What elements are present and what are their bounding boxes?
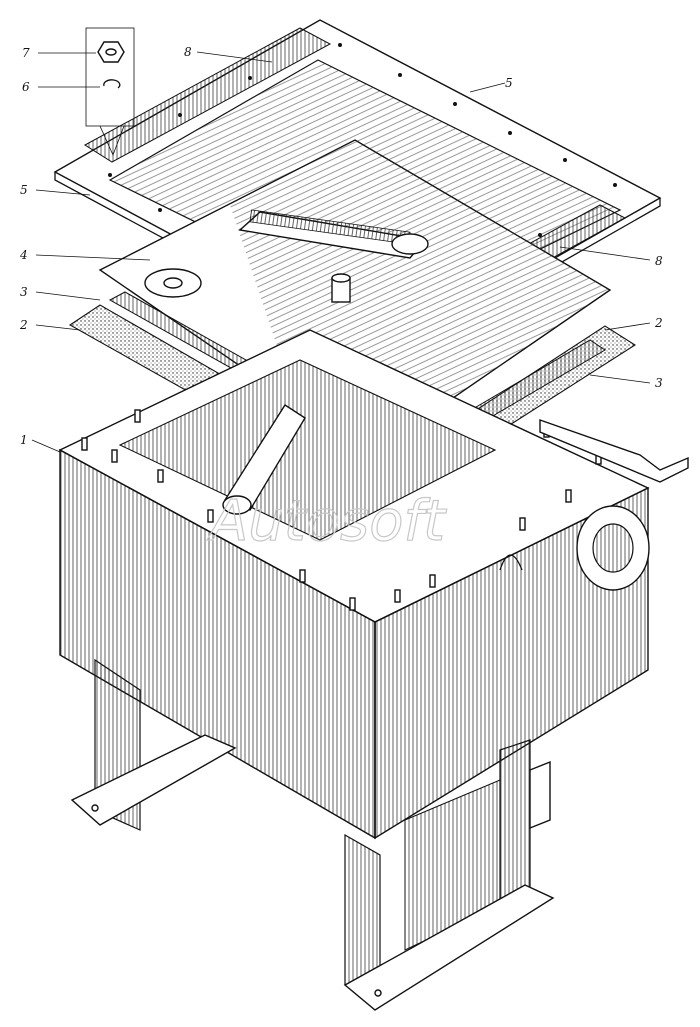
- callout-4: 4: [19, 248, 28, 262]
- callout-7: 7: [22, 46, 30, 60]
- callout-1: 1: [20, 433, 28, 447]
- tank-body-1: [58, 329, 689, 840]
- watermark: Autosoft: [207, 489, 447, 554]
- callout-8-top: 8: [184, 45, 192, 59]
- callout-6: 6: [22, 80, 30, 94]
- callout-5-left: 5: [20, 183, 28, 197]
- callout-3-right: 3: [655, 376, 663, 390]
- callout-5-top: 5: [505, 76, 513, 90]
- callout-2-right: 2: [654, 316, 663, 330]
- callout-2-left: 2: [19, 318, 28, 332]
- callout-3-left: 3: [20, 285, 28, 299]
- callout-labels: 7 6 8 5 5 4 3 2 1 8 2 3: [19, 45, 663, 447]
- rim-studs: [81, 409, 602, 611]
- fastener-inset: [85, 27, 135, 157]
- callout-8-right: 8: [655, 254, 663, 268]
- tank-legs: [70, 658, 555, 1011]
- leader-lines: [31, 51, 651, 453]
